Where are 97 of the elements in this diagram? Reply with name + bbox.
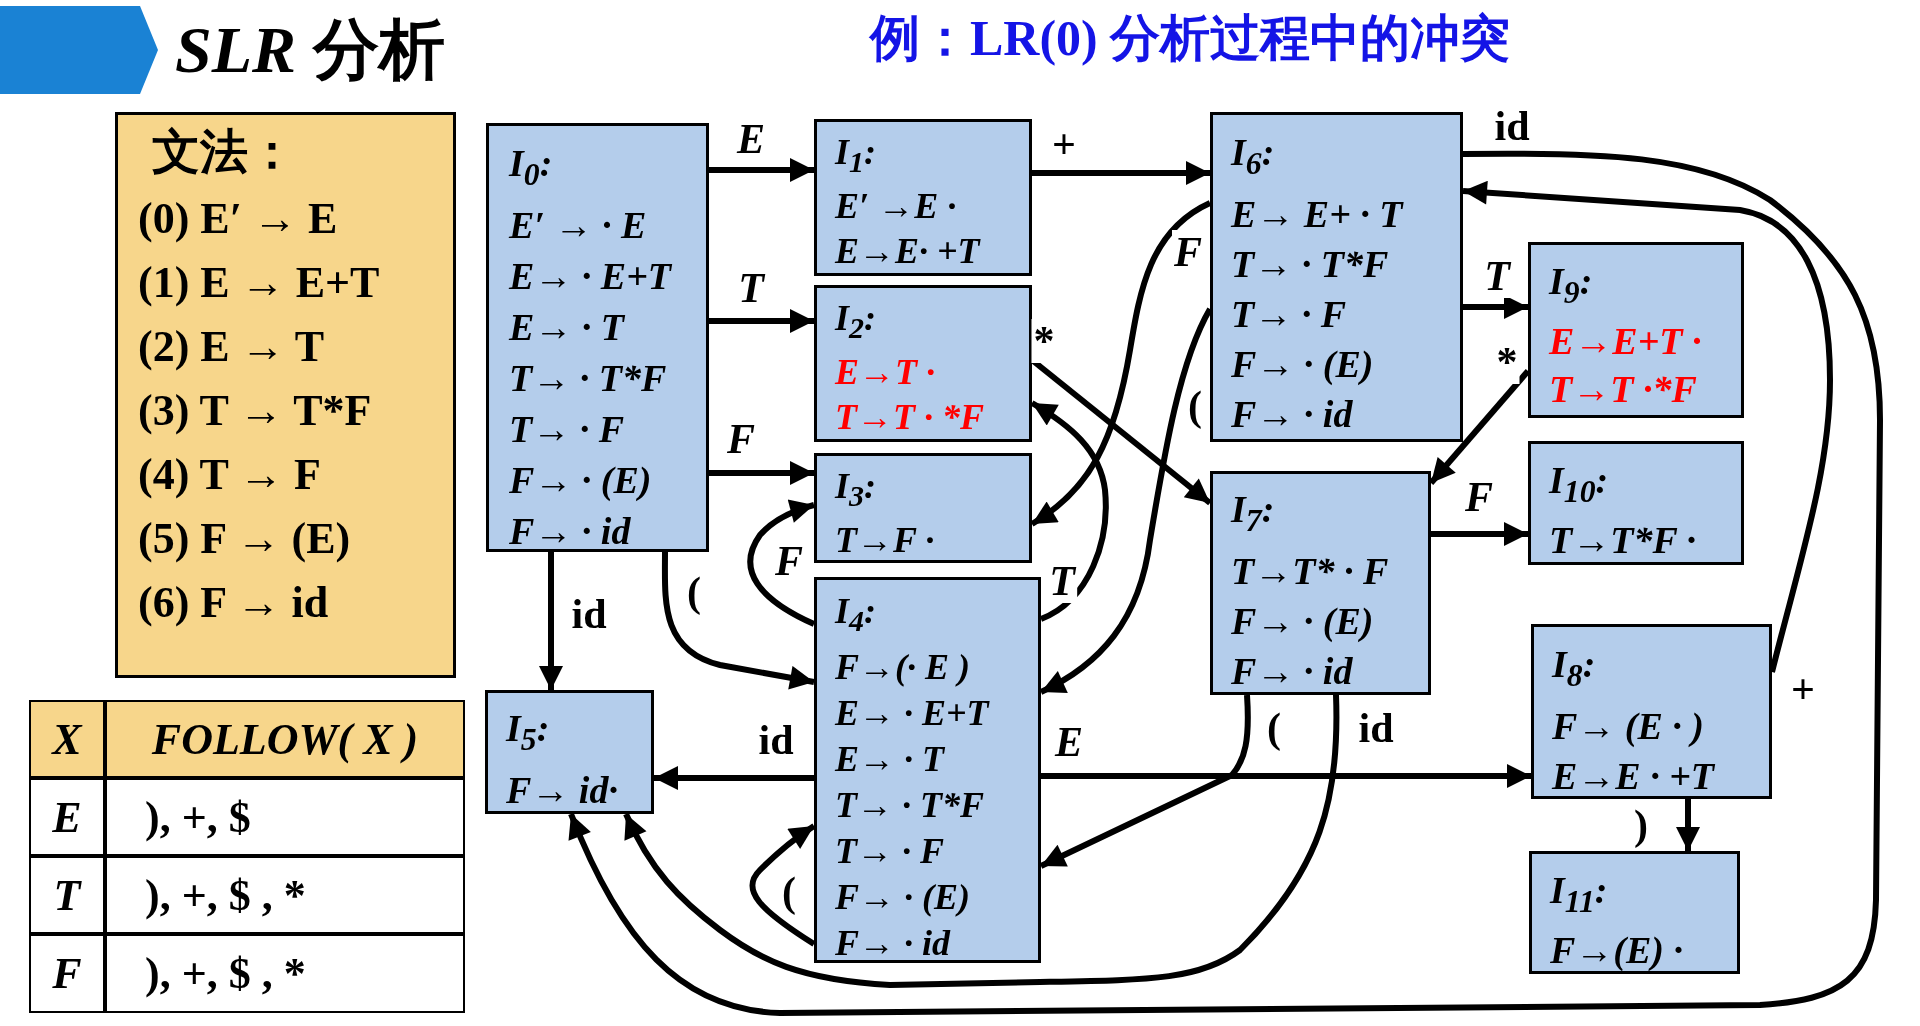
state-label: I$_{8}$: — [1552, 642, 1597, 695]
state-label: I$_{2}$: — [835, 297, 877, 347]
state-box — [485, 690, 654, 814]
arrow — [654, 766, 814, 790]
lr-item: T→ · F — [1231, 291, 1348, 337]
state-box — [814, 577, 1041, 963]
arrow — [709, 309, 814, 333]
arrow — [1462, 180, 1833, 673]
state-box — [814, 119, 1032, 276]
table-cell: ), +, $ , * — [105, 934, 465, 1013]
grammar-rule: (2) E → T — [138, 321, 326, 373]
lr-item: T→ · F — [835, 830, 945, 874]
lr-item: F→(E) · — [1550, 927, 1684, 973]
state-box — [1528, 441, 1744, 565]
lr-item: F→ · id — [1231, 648, 1354, 694]
state-label: I$_{11}$: — [1550, 868, 1609, 921]
lr-item: F→ · (E) — [509, 457, 653, 503]
table-cell: FOLLOW( X ) — [105, 700, 465, 778]
state-label: I$_{9}$: — [1549, 259, 1594, 312]
state-box — [814, 285, 1032, 442]
arrow — [1030, 400, 1109, 622]
grammar-rule: (6) F → id — [138, 577, 330, 629]
lr-item: E→ · T — [509, 304, 626, 350]
state-label: I$_{5}$: — [506, 706, 551, 759]
lr-item: T→ · T*F — [509, 355, 668, 401]
lr-item: F→ · id — [509, 508, 632, 554]
arrow — [539, 552, 563, 690]
title: SLR 分析 — [175, 12, 445, 88]
state-label: I$_{4}$: — [835, 590, 877, 640]
state-label: I$_{1}$: — [835, 131, 877, 181]
arrow — [747, 499, 816, 627]
arrow — [661, 551, 815, 690]
table-cell: X — [29, 700, 105, 778]
arrow — [1428, 369, 1531, 485]
lr-item: F→ · id — [1231, 391, 1354, 437]
lr-item: T→ · F — [509, 406, 626, 452]
lr-item: F→ · (E) — [1231, 341, 1375, 387]
lr-item: T→ · T*F — [835, 784, 985, 828]
arrow — [1431, 522, 1528, 546]
lr-item: T→T*F · — [1549, 517, 1698, 563]
arrow — [1030, 200, 1212, 527]
state-box — [1210, 112, 1463, 442]
table-cell: E — [29, 778, 105, 856]
state-label: I$_{7}$: — [1231, 487, 1276, 540]
lr-item: E′ → · E — [509, 202, 648, 248]
lr-item: E→E+T · — [1549, 318, 1703, 364]
lr-item: T→T* · F — [1231, 548, 1390, 594]
state-label: I$_{6}$: — [1231, 130, 1276, 183]
arrow — [568, 150, 1883, 1016]
arrow — [1039, 307, 1213, 695]
lr-item: T→ · T*F — [1231, 241, 1390, 287]
lr-item: E→E· +T — [835, 230, 982, 274]
lr-item: E→ · E+T — [835, 692, 991, 736]
lr-item: T→F · — [835, 519, 936, 563]
grammar-rule: (5) F → (E) — [138, 513, 352, 565]
table-cell: ), +, $ — [105, 778, 465, 856]
arrow — [749, 823, 816, 947]
lr-item: E→ E+ · T — [1231, 191, 1405, 237]
lr-item: E′ →E · — [835, 185, 958, 229]
lr-item: E→ · T — [835, 738, 946, 782]
lr-item: T→T · *F — [835, 396, 985, 440]
grammar-rule: (1) E → E+T — [138, 257, 381, 309]
lr-item: F→(· E ) — [835, 646, 971, 690]
arrow — [1032, 161, 1210, 185]
arrow — [1039, 694, 1251, 869]
subtitle: 例：LR(0) 分析过程中的冲突 — [870, 9, 1511, 68]
grammar-box — [115, 112, 456, 678]
grammar-rule: (3) T → T*F — [138, 385, 373, 437]
section-heading: 文法： — [151, 124, 297, 180]
arrow — [709, 461, 814, 485]
state-box — [1529, 851, 1740, 974]
state-box — [1528, 242, 1744, 418]
state-box — [486, 123, 709, 552]
table-cell: ), +, $ , * — [105, 856, 465, 934]
state-label: I$_{0}$: — [509, 141, 554, 194]
lr-item: E→ · E+T — [509, 253, 673, 299]
lr-item: E→T · — [835, 351, 936, 395]
arrow — [1041, 764, 1531, 788]
state-box — [1210, 471, 1431, 695]
lr-item: F→ · (E) — [1231, 598, 1375, 644]
state-box — [814, 453, 1032, 563]
arrow — [623, 694, 1340, 988]
grammar-rule: (0) E′ → E — [138, 193, 339, 245]
arrow — [1676, 799, 1700, 851]
arrow — [709, 158, 814, 182]
table-cell: T — [29, 856, 105, 934]
state-label: I$_{3}$: — [835, 465, 877, 515]
lr-item: F→ id· — [506, 767, 619, 813]
lr-item: F→ · id — [835, 922, 952, 966]
lr-item: F→ · (E) — [835, 876, 971, 920]
lr-item: T→T ·*F — [1549, 366, 1698, 412]
lr-item: E→E · +T — [1552, 753, 1716, 799]
grammar-rule: (4) T → F — [138, 449, 322, 501]
lr-item: F→ (E · ) — [1552, 703, 1705, 749]
table-cell: F — [29, 934, 105, 1013]
state-label: I$_{10}$: — [1549, 458, 1610, 511]
state-box — [1531, 624, 1772, 799]
